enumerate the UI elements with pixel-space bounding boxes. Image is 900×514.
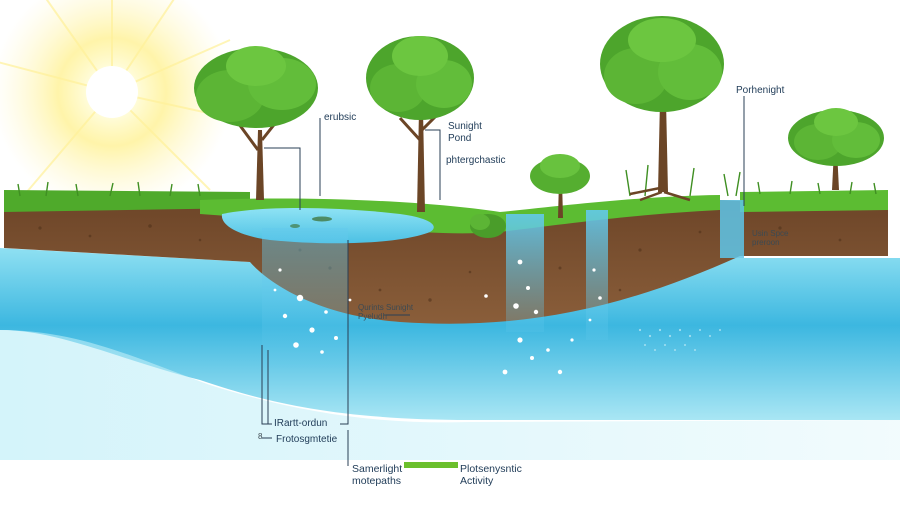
- well-shaft: [720, 200, 744, 258]
- label-usin-spce: Usin Spce preroon: [752, 229, 789, 248]
- bush: [470, 214, 506, 238]
- callout-lines: [261, 96, 745, 466]
- infiltration-shaft-right: [586, 210, 608, 340]
- label-sunlight-pond: Sunight Pond: [448, 121, 482, 144]
- label-marker-8: 8: [258, 432, 263, 441]
- legend-color-bar: [404, 462, 458, 468]
- grass-strip-left: [4, 190, 250, 212]
- tree-large-right: [600, 16, 724, 202]
- label-porhenight: Porhenight: [736, 85, 785, 96]
- label-irartt-ordun: IRartt-ordun: [274, 418, 328, 429]
- groundwater-layer: [0, 248, 900, 420]
- infiltration-shaft-mid: [506, 214, 544, 332]
- soil-layer: [4, 200, 888, 324]
- label-samerlight-motepaths: Samerlight motepaths: [352, 463, 403, 488]
- halftone-dots: [638, 328, 721, 351]
- label-frotosgmtetie: Frotosgmtetie: [276, 434, 338, 445]
- infiltration-shaft-left: [262, 228, 348, 368]
- tree-far-right: [788, 108, 884, 190]
- tree-small: [530, 154, 590, 218]
- sun: [0, 0, 241, 212]
- water-bubbles: [273, 259, 602, 375]
- label-qurints-sunight: Qurints Sunight Pyeludh: [358, 303, 414, 322]
- tree-middle: [366, 36, 474, 212]
- label-photosynthic-activity: Plotsenysntic Activity: [460, 463, 522, 488]
- label-phtergchastic: phtergchastic: [446, 155, 506, 166]
- label-erubsic: erubsic: [324, 112, 357, 123]
- grass-strip-right: [740, 190, 888, 212]
- groundwater-lower-wash: [0, 330, 900, 460]
- tree-left: [194, 46, 318, 200]
